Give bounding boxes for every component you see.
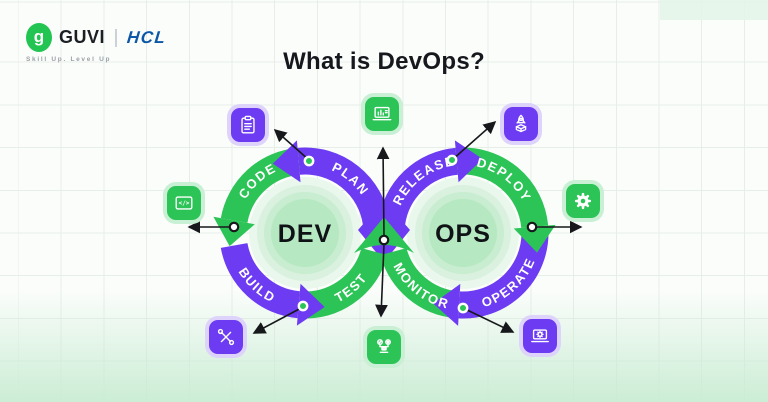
- gear-icon-tile: [566, 184, 600, 218]
- code-window-icon: </>: [175, 196, 193, 210]
- operate-arrowhead: [433, 283, 461, 326]
- monitor-check-icon: [376, 339, 392, 354]
- build-connector-line: [252, 306, 304, 334]
- release-up-connector-line: [376, 146, 390, 237]
- build-connector-dot: [297, 300, 309, 312]
- code-glyph-text: </>: [179, 200, 190, 207]
- deploy-arrowhead: [513, 224, 556, 253]
- monitor-down-connector-line: [375, 243, 388, 318]
- dev-label: DEV: [278, 220, 332, 248]
- page-title: What is DevOps?: [283, 48, 485, 75]
- rocket-box-icon: [515, 114, 527, 133]
- build-segment: [220, 242, 301, 319]
- center-connector-dot: [378, 234, 390, 246]
- clipboard-icon: [241, 115, 255, 134]
- guvi-brand-text: GUVI: [59, 27, 106, 47]
- guvi-logo-icon: g: [26, 23, 52, 52]
- release-connector-dot: [446, 154, 458, 166]
- ops-center-disc: [407, 177, 519, 289]
- plan-connector-dot: [303, 155, 315, 167]
- logo-divider: [115, 28, 118, 47]
- code-window-icon-tile: </>: [167, 186, 201, 220]
- operate-connector-dot: [457, 302, 469, 314]
- monitor-check-icon-tile: [367, 330, 401, 364]
- laptop-chart-icon: [372, 106, 392, 121]
- plan-connector-line: [273, 128, 310, 161]
- laptop-gear-icon-tile: [523, 319, 557, 353]
- dev-center-disc: [249, 177, 361, 289]
- header-logos: g GUVI HCL Skill Up. Level Up: [26, 23, 168, 63]
- tools-icon: [217, 328, 235, 346]
- corner-tint: [660, 0, 768, 20]
- code-connector-dot: [228, 221, 240, 233]
- build-arrowhead: [296, 283, 325, 326]
- operate-connector-line: [462, 307, 515, 333]
- release-connector-line: [451, 120, 497, 161]
- rocket-box-icon-tile: [504, 107, 538, 141]
- ops-label: OPS: [435, 220, 491, 248]
- laptop-chart-icon-tile: [365, 97, 399, 131]
- brand-tagline: Skill Up. Level Up: [26, 56, 112, 63]
- plan-arrowhead: [272, 140, 301, 183]
- clipboard-icon-tile: [231, 108, 265, 142]
- laptop-gear-icon: [531, 329, 549, 343]
- tools-icon-tile: [209, 320, 243, 354]
- release-segment: [378, 147, 459, 226]
- gear-icon: [574, 192, 592, 210]
- deploy-connector-dot: [526, 221, 538, 233]
